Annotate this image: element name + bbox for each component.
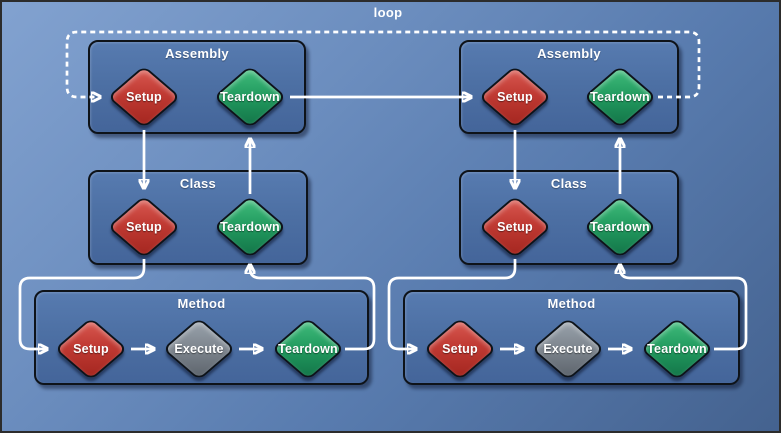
assembly-left-setup-node: Setup [106, 64, 182, 130]
node-label: Setup [126, 90, 162, 104]
assembly-left-teardown-node: Teardown [212, 64, 288, 130]
node-label: Setup [442, 342, 478, 356]
method-left-teardown-node: Teardown [270, 316, 346, 382]
node-label: Setup [497, 90, 533, 104]
method-right-title: Method [547, 296, 596, 311]
method-right-execute-node: Execute [530, 316, 606, 382]
node-label: Teardown [590, 90, 650, 104]
node-label: Setup [497, 220, 533, 234]
node-label: Execute [174, 342, 224, 356]
method-right-setup-node: Setup [422, 316, 498, 382]
node-label: Teardown [220, 220, 280, 234]
class-left-setup-node: Setup [106, 194, 182, 260]
class-right-setup-node: Setup [477, 194, 553, 260]
class-left-title: Class [179, 176, 217, 191]
method-left-execute-node: Execute [161, 316, 237, 382]
method-left-setup-node: Setup [53, 316, 129, 382]
node-label: Teardown [647, 342, 707, 356]
assembly-right-teardown-node: Teardown [582, 64, 658, 130]
node-label: Teardown [220, 90, 280, 104]
class-right-title: Class [550, 176, 588, 191]
method-left-title: Method [177, 296, 226, 311]
assembly-left-title: Assembly [165, 46, 229, 61]
assembly-right-title: Assembly [537, 46, 601, 61]
method-right-teardown-node: Teardown [639, 316, 715, 382]
node-label: Execute [543, 342, 593, 356]
node-label: Teardown [590, 220, 650, 234]
loop-label: loop [373, 5, 403, 20]
class-right-teardown-node: Teardown [582, 194, 658, 260]
assembly-right-setup-node: Setup [477, 64, 553, 130]
class-left-teardown-node: Teardown [212, 194, 288, 260]
node-label: Setup [73, 342, 109, 356]
node-label: Teardown [278, 342, 338, 356]
node-label: Setup [126, 220, 162, 234]
